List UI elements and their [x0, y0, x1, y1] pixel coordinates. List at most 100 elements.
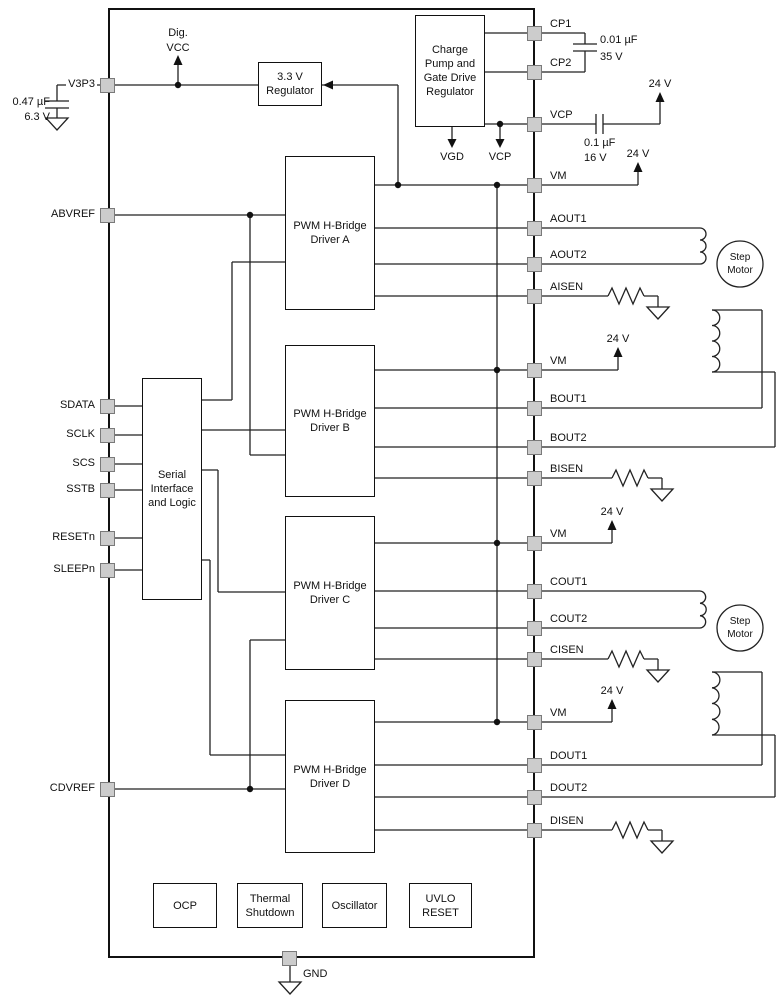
cap-value-cp: 0.01 µF — [600, 34, 638, 46]
step-motor-label-cd: Step Motor — [727, 616, 753, 640]
pin-dout1 — [527, 757, 542, 773]
net-label-vgd: VGD — [440, 151, 464, 163]
winding-c — [699, 590, 707, 629]
block-uvlo-reset: UVLO RESET — [409, 883, 472, 928]
pin-label-dout2: DOUT2 — [550, 782, 588, 794]
arrow-up-24v-vm4 — [607, 699, 617, 709]
block-thermal-shutdown: Thermal Shutdown — [237, 883, 303, 928]
pin-label-disen: DISEN — [550, 815, 584, 827]
net-serial-to-drivers — [202, 261, 285, 756]
pin-label-sleepn: SLEEPn — [51, 562, 97, 577]
pin-label-cp2: CP2 — [550, 57, 572, 69]
pin-disen — [527, 822, 542, 838]
block-label: PWM H-Bridge Driver A — [293, 220, 367, 246]
pin-bout2 — [527, 439, 542, 455]
pin-label-sdata: SDATA — [57, 398, 97, 413]
arrow-up-24v-vm3 — [607, 520, 617, 530]
ground-v3p3 — [44, 117, 70, 131]
supply-label-24v-vcp: 24 V — [648, 78, 672, 90]
block-label: 3.3 V Regulator — [266, 71, 314, 97]
pin-sdata — [100, 398, 115, 414]
pin-bisen — [527, 470, 542, 486]
arrow-into-regulator — [323, 80, 333, 90]
step-motor-cd — [716, 604, 764, 652]
arrow-up-24v-vcp — [655, 92, 665, 102]
pin-label-vcp: VCP — [550, 109, 573, 121]
capacitor-vcp — [595, 114, 604, 134]
pin-label-cp1: CP1 — [550, 18, 572, 30]
pin-cp2 — [527, 64, 542, 80]
pin-label-aisen: AISEN — [550, 281, 584, 293]
pin-scs — [100, 456, 115, 472]
pin-vcp — [527, 116, 542, 132]
pin-label-aout2: AOUT2 — [550, 249, 587, 261]
pin-label-cout1: COUT1 — [550, 576, 588, 588]
block-3v3-regulator: 3.3 V Regulator — [258, 62, 322, 106]
winding-a — [699, 227, 707, 265]
pin-cp1 — [527, 25, 542, 41]
net-label-vcp: VCP — [488, 151, 512, 163]
net-outputs-c — [375, 590, 707, 683]
cap-rating-cp: 35 V — [600, 51, 623, 63]
pin-abvref — [100, 207, 115, 223]
capacitor-v3p3 — [45, 100, 69, 109]
block-ocp: OCP — [153, 883, 217, 928]
supply-label-24v-vm3: 24 V — [600, 506, 624, 518]
resistor-bisen — [611, 468, 649, 488]
net-label-dig-vcc: Dig. VCC — [166, 27, 190, 54]
pin-vm-4 — [527, 714, 542, 730]
pin-cdvref — [100, 781, 115, 797]
block-label: Charge Pump and Gate Drive Regulator — [423, 44, 477, 98]
net-cdvref — [108, 639, 285, 790]
pin-vm-3 — [527, 535, 542, 551]
supply-label-24v-vm1: 24 V — [626, 148, 650, 160]
capacitor-cp — [573, 43, 597, 52]
block-charge-pump: Charge Pump and Gate Drive Regulator — [415, 15, 485, 127]
step-motor-label-ab: Step Motor — [727, 252, 753, 276]
pin-aout2 — [527, 256, 542, 272]
ground-bisen — [649, 488, 675, 502]
net-serial-pins — [108, 405, 142, 571]
winding-b — [711, 309, 721, 373]
cap-value-vcp: 0.1 µF — [584, 137, 616, 149]
ground-disen — [649, 840, 675, 854]
step-motor-ab — [716, 240, 764, 288]
pin-dout2 — [527, 789, 542, 805]
pin-label-cisen: CISEN — [550, 644, 584, 656]
supply-label-24v-vm4: 24 V — [600, 685, 624, 697]
cap-value-v3p3: 0.47 µF — [12, 96, 50, 108]
pin-label-sclk: SCLK — [64, 427, 97, 442]
net-abvref — [108, 214, 285, 456]
pin-sstb — [100, 482, 115, 498]
net-outputs-b — [375, 309, 776, 502]
ground-cisen — [645, 669, 671, 683]
pin-label-cdvref: CDVREF — [47, 781, 97, 796]
block-label: UVLO RESET — [422, 892, 459, 919]
pin-label-bout2: BOUT2 — [550, 432, 587, 444]
pin-label-vm-3: VM — [550, 528, 567, 540]
pin-label-bout1: BOUT1 — [550, 393, 587, 405]
pin-cout2 — [527, 620, 542, 636]
pin-label-v3p3: V3P3 — [66, 77, 97, 92]
winding-d — [711, 671, 721, 736]
block-label: PWM H-Bridge Driver C — [293, 580, 367, 606]
arrowheads — [173, 55, 665, 709]
pin-label-scs: SCS — [70, 456, 97, 471]
block-driver-a: PWM H-Bridge Driver A — [285, 156, 375, 310]
net-v3p3 — [44, 64, 399, 185]
junction-dots — [174, 81, 504, 793]
block-driver-c: PWM H-Bridge Driver C — [285, 516, 375, 670]
pin-sleepn — [100, 562, 115, 578]
cap-rating-v3p3: 6.3 V — [24, 111, 50, 123]
pin-vm-2 — [527, 362, 542, 378]
pin-label-cout2: COUT2 — [550, 613, 588, 625]
block-oscillator: Oscillator — [322, 883, 387, 928]
ground-aisen — [645, 306, 671, 320]
pin-cisen — [527, 651, 542, 667]
resistor-disen — [611, 820, 649, 840]
arrow-up-24v-vm1 — [633, 162, 643, 172]
pin-sclk — [100, 427, 115, 443]
pin-cout1 — [527, 583, 542, 599]
